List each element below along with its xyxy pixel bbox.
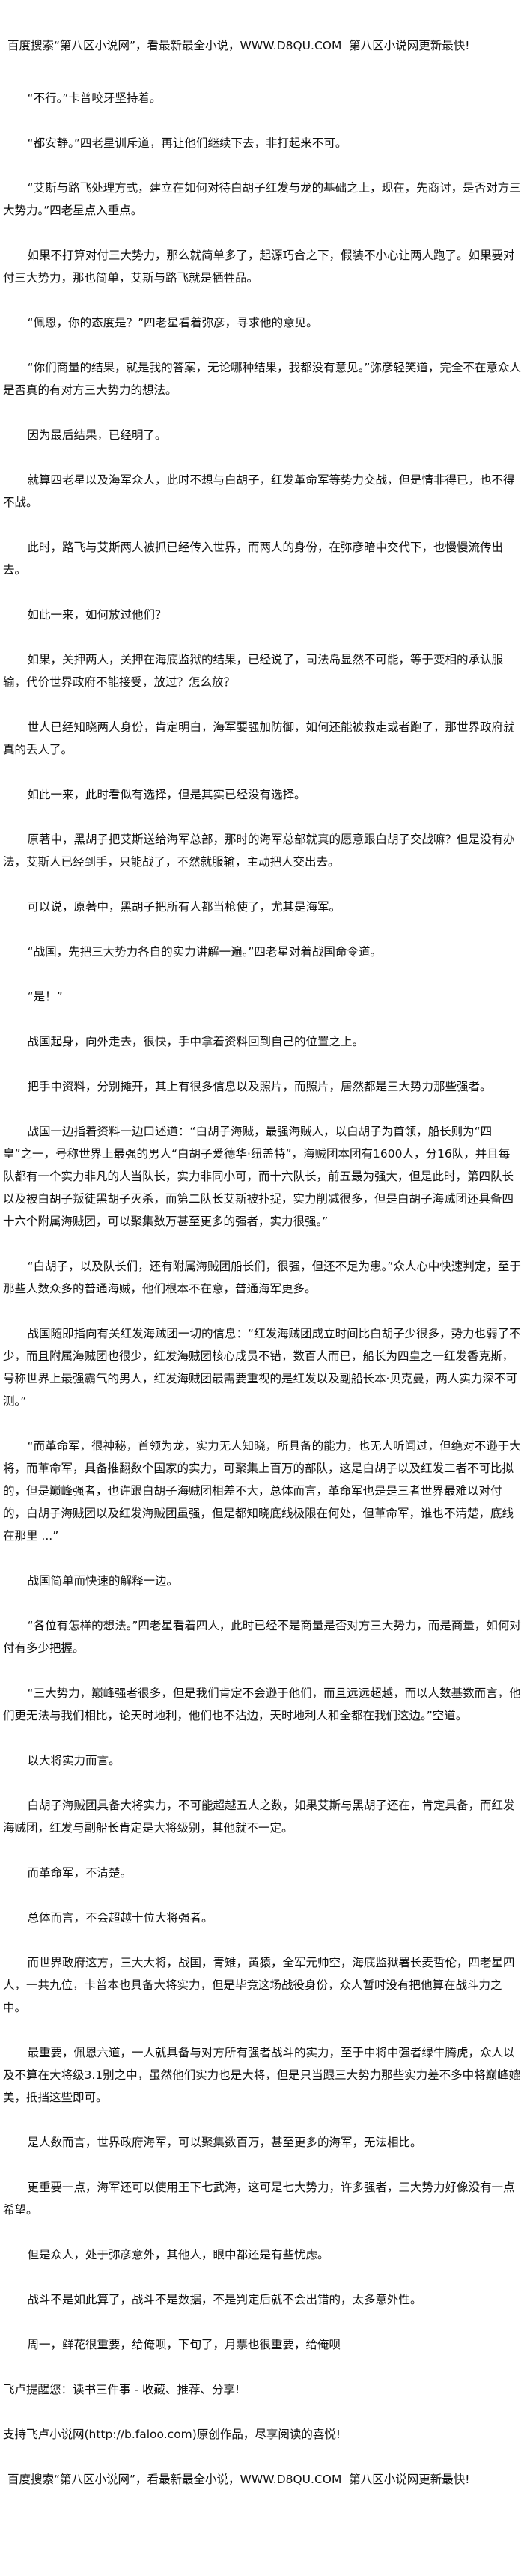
chapter-paragraph: 战国一边指着资料一边口述道：“白胡子海贼，最强海贼人，以白胡子为首领，船长则为“…	[3, 1125, 514, 1228]
chapter-paragraph: 周一，鲜花很重要，给俺呗，下旬了，月票也很重要，给俺呗	[27, 2338, 341, 2351]
site-banner-bottom: 百度搜索“第八区小说网”，看最新最全小说，WWW.D8QU.COM 第八区小说网…	[7, 2473, 470, 2486]
chapter-paragraph: “三大势力，巅峰强者很多，但是我们肯定不会逊于他们，而且远远超越，而以人数基数而…	[3, 1686, 521, 1722]
chapter-paragraph: “艾斯与路飞处理方式，建立在如何对待白胡子红发与龙的基础之上，现在，先商讨，是否…	[3, 181, 521, 217]
chapter-paragraph: 战国简单而快速的解释一边。	[27, 1574, 179, 1588]
chapter-paragraph: “是！”	[27, 990, 63, 1003]
chapter-paragraph: 此时，路飞与艾斯两人被抓已经传入世界，而两人的身份，在弥彦暗中交代下，也慢慢流传…	[3, 541, 504, 577]
chapter-paragraph: “各位有怎样的想法。”四老星看着四人，此时已经不是商量是否对方三大势力，而是商量…	[3, 1619, 521, 1655]
chapter-paragraph: “白胡子，以及队长们，还有附属海贼团船长们，很强，但还不足为患。”众人心中快速判…	[3, 1260, 521, 1295]
chapter-paragraph: 原著中，黑胡子把艾斯送给海军总部，那时的海军总部就真的愿意跟白胡子交战嘛？但是没…	[3, 833, 515, 869]
chapter-paragraph: 更重要一点，海军还可以使用王下七武海，这可是七大势力，许多强者，三大势力好像没有…	[3, 2181, 515, 2217]
chapter-paragraph: 战国随即指向有关红发海贼团一切的信息：“红发海贼团成立时间比白胡子少很多，势力也…	[3, 1327, 521, 1408]
chapter-paragraph: 而革命军，不清楚。	[27, 1866, 132, 1880]
chapter-paragraph: “都安静。”四老星训斥道，再让他们继续下去，非打起来不可。	[27, 136, 347, 150]
chapter-paragraph: 总体而言，不会超越十位大将强者。	[27, 1911, 213, 1925]
chapter-paragraph: 世人已经知晓两人身份，肯定明白，海军要强加防御，如何还能被救走或者跑了，那世界政…	[3, 720, 515, 756]
chapter-paragraph: 而世界政府这方，三大大将，战国，青雉，黄猿，全军元帅空，海底监狱署长麦哲伦，四老…	[3, 1956, 515, 2014]
chapter-paragraph: 如此一来，此时看似有选择，但是其实已经没有选择。	[27, 788, 306, 801]
chapter-paragraph: 战斗不是如此算了，战斗不是数据，不是判定后就不会出错的，太多意外性。	[27, 2293, 422, 2306]
chapter-paragraph: “你们商量的结果，就是我的答案，无论哪种结果，我都没有意见。”弥彦轻笑道，完全不…	[3, 361, 521, 397]
chapter-paragraph: 把手中资料，分别摊开，其上有很多信息以及照片，而照片，居然都是三大势力那些强者。	[27, 1080, 492, 1093]
chapter-paragraph: 白胡子海贼团具备大将实力，不可能超越五人之数，如果艾斯与黑胡子还在，肯定具备，而…	[3, 1799, 515, 1835]
site-banner-top: 百度搜索“第八区小说网”，看最新最全小说，WWW.D8QU.COM 第八区小说网…	[7, 39, 470, 52]
chapter-paragraph: 如果不打算对付三大势力，那么就简单多了，起源巧合之下，假装不小心让两人跑了。如果…	[3, 249, 515, 285]
chapter-paragraph: “佩恩，你的态度是？”四老星看着弥彦，寻求他的意见。	[27, 316, 318, 329]
chapter-paragraph: 是人数而言，世界政府海军，可以聚集数百万，甚至更多的海军，无法相比。	[27, 2136, 422, 2149]
reading-reminder: 飞卢提醒您：读书三件事 - 收藏、推荐、分享!	[3, 2383, 240, 2396]
chapter-paragraph: “不行。”卡普咬牙坚持着。	[27, 91, 162, 105]
chapter-paragraph: 以大将实力而言。	[27, 1754, 121, 1767]
chapter-paragraph: “战国，先把三大势力各自的实力讲解一遍。”四老星对着战国命令道。	[27, 945, 382, 959]
chapter-paragraph: “而革命军，很神秘，首领为龙，实力无人知晓，所具备的能力，也无人听闻过，但绝对不…	[3, 1439, 521, 1543]
support-notice: 支持飞卢小说网(http://b.faloo.com)原创作品，尽享阅读的喜悦!	[3, 2428, 341, 2441]
chapter-paragraph: 可以说，原著中，黑胡子把所有人都当枪使了，尤其是海军。	[27, 900, 341, 914]
chapter-paragraph: 但是众人，处于弥彦意外，其他人，眼中都还是有些忧虑。	[27, 2248, 329, 2261]
chapter-content: “不行。”卡普咬牙坚持着。 “都安静。”四老星训斥道，再让他们继续下去，非打起来不…	[3, 87, 521, 2356]
chapter-paragraph: 最重要，佩恩六道，一人就具备与对方所有强者战斗的实力，至于中将中强者绿牛腾虎，众…	[3, 2046, 521, 2104]
chapter-paragraph: 就算四老星以及海军众人，此时不想与白胡子，红发革命军等势力交战，但是情非得已，也…	[3, 473, 515, 509]
chapter-paragraph: 战国起身，向外走去，很快，手中拿着资料回到自己的位置之上。	[27, 1035, 365, 1048]
chapter-paragraph: 因为最后结果，已经明了。	[27, 428, 167, 442]
chapter-paragraph: 如此一来，如何放过他们？	[27, 608, 167, 622]
chapter-paragraph: 如果，关押两人，关押在海底监狱的结果，已经说了，司法岛显然不可能，等于变相的承认…	[3, 653, 504, 689]
